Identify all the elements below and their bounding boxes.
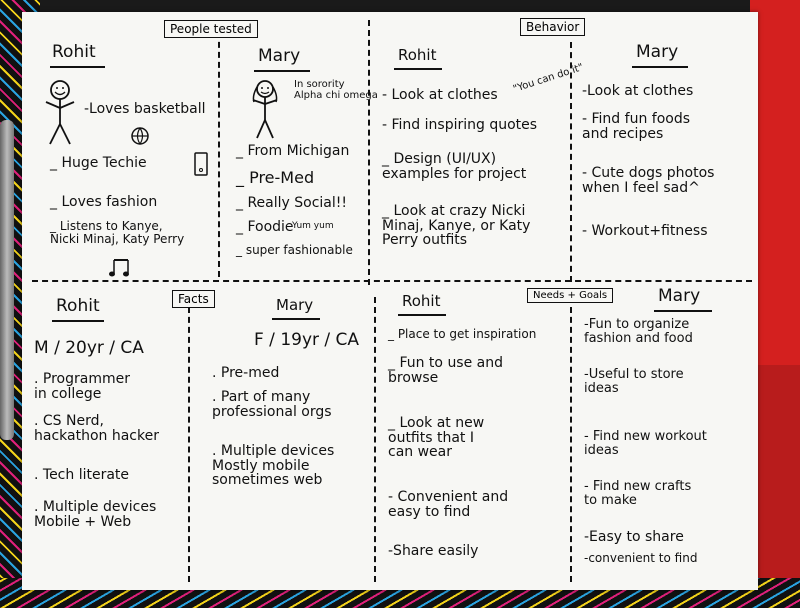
behavior-rohit-item: _ Design (UI/UX) examples for project [382,151,527,182]
header-behavior: Behavior [520,18,586,36]
divider-vertical-top-left [218,22,220,277]
needs-rohit-item: _ Look at new outfits that I can wear [388,415,485,461]
needs-rohit-item: -Share easily [388,543,479,559]
behavior-mary-name: Mary [636,42,679,62]
basketball-icon [131,127,149,145]
needs-mary-name-underline [654,310,712,312]
behavior-rohit-item: _ Look at crazy Nicki Minaj, Kanye, or K… [382,203,531,249]
behavior-mary-item: -Look at clothes [582,83,694,99]
needs-rohit-item: _ Place to get inspiration [388,327,537,341]
header-needs-goals: Needs + Goals [527,288,614,303]
divider-vertical-bottom-left [188,297,190,582]
divider-vertical-bottom-right [570,297,572,582]
people-mary-name: Mary [258,46,301,66]
needs-rohit-name-underline [398,314,446,316]
people-mary-foodie-note: Yum yum [292,221,334,231]
facts-rohit-item: . Tech literate [34,467,130,483]
facts-rohit-item: . Programmer in college [34,371,130,402]
people-mary-item: _ From Michigan [236,143,350,159]
music-note-icon [109,259,129,277]
people-mary-item: _ Pre-Med [236,168,315,187]
facts-mary-name-underline [272,318,320,320]
people-mary-item: _ Really Social!! [236,195,347,211]
needs-mary-item: -Easy to share [584,529,684,545]
facts-rohit-name: Rohit [56,296,100,316]
facts-mary-item: . Part of many professional orgs [212,389,332,420]
behavior-rohit-name: Rohit [398,46,437,64]
needs-mary-item: -Fun to organize fashion and food [584,317,693,346]
people-rohit-name-underline [50,66,105,68]
behavior-rohit-item: - Look at clothes [382,87,498,103]
people-mary-item: _ Foodie [236,219,294,235]
people-rohit-item: _ Loves fashion [50,194,158,210]
behavior-mary-item: - Find fun foods and recipes [582,111,691,142]
divider-vertical-top-right [570,42,572,282]
stick-figure-icon [252,80,278,139]
people-mary-note: In sorority Alpha chi omega [294,79,378,101]
facts-mary-item: . Multiple devices Mostly mobile sometim… [212,443,335,489]
needs-mary-item: - Find new workout ideas [584,429,707,458]
behavior-rohit-item: - Find inspiring quotes [382,117,538,133]
needs-mary-name: Mary [658,286,701,306]
facts-rohit-summary: M / 20yr / CA [34,338,144,358]
facts-rohit-name-underline [52,320,104,322]
stick-figure-icon [45,80,75,145]
people-rohit-item: _ Listens to Kanye, Nicki Minaj, Katy Pe… [50,219,185,246]
facts-rohit-item: . CS Nerd, hackathon hacker [34,413,159,444]
behavior-mary-item: - Workout+fitness [582,223,708,239]
facts-rohit-item: . Multiple devices Mobile + Web [34,499,157,530]
behavior-rohit-name-underline [394,68,442,70]
behavior-mary-item: - Cute dogs photos when I feel sad^ [582,165,715,196]
divider-horizontal-middle [32,280,752,282]
behavior-mary-name-underline [632,66,688,68]
people-rohit-item: _ Huge Techie [50,155,147,171]
divider-vertical-top-middle [368,20,370,285]
facts-mary-summary: F / 19yr / CA [254,330,360,350]
facts-mary-name: Mary [276,296,314,314]
behavior-rohit-quote: "You can do it" [511,62,585,96]
divider-vertical-bottom-middle [374,297,376,582]
header-facts: Facts [172,290,215,308]
needs-rohit-item: - Convenient and easy to find [388,489,509,520]
people-mary-name-underline [254,70,310,72]
people-mary-item: _ super fashionable [236,243,353,257]
people-rohit-name: Rohit [52,42,96,62]
facts-mary-item: . Pre-med [212,365,280,381]
needs-mary-item: -Useful to store ideas [584,367,684,396]
needs-rohit-name: Rohit [402,292,441,310]
people-rohit-item: -Loves basketball [84,101,206,117]
needs-mary-item: -convenient to find [584,551,698,565]
header-people-tested: People tested [164,20,258,38]
phone-icon [194,152,208,176]
background-red-right [750,0,800,608]
needs-rohit-item: _ Fun to use and browse [388,355,504,386]
clipboard-clip [0,120,14,440]
needs-mary-item: - Find new crafts to make [584,479,692,508]
paper-sheet: People tested Behavior Facts Needs + Goa… [22,12,758,590]
